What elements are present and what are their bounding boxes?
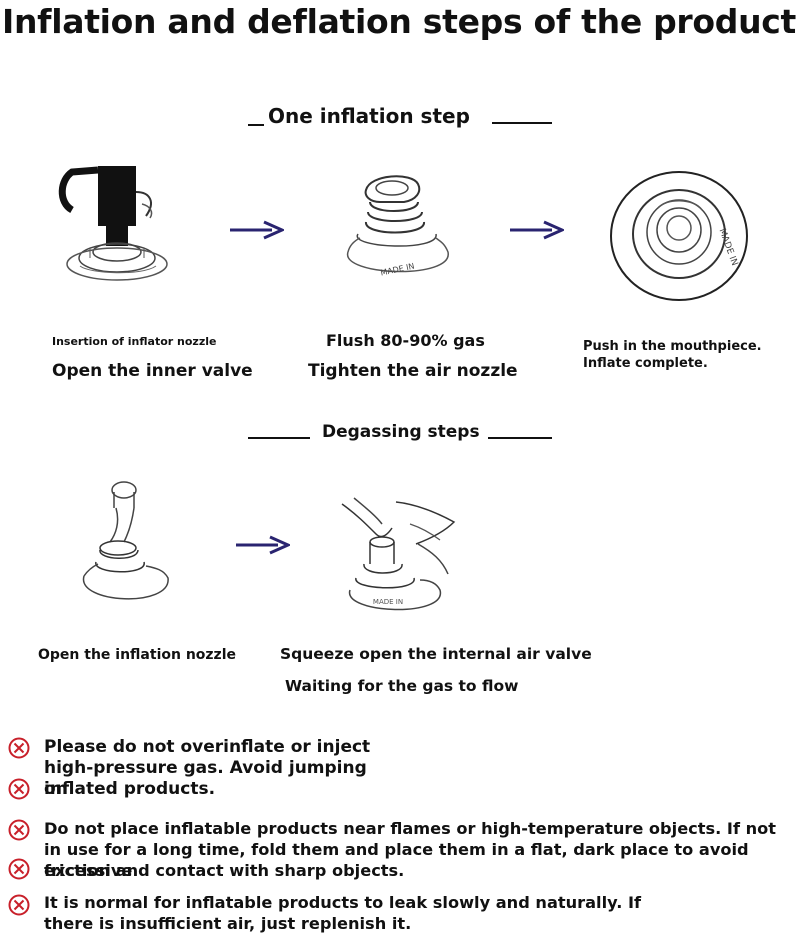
step3-caption-line1: Push in the mouthpiece. — [583, 339, 762, 354]
heading-rule-right — [488, 437, 552, 439]
inflation-heading: One inflation step — [268, 104, 470, 128]
step1-caption: Open the inner valve — [52, 361, 253, 381]
warning-text: It is normal for inflatable products to … — [44, 893, 642, 933]
made-in-text: MADE IN — [380, 262, 416, 278]
warning-text: Please do not overinflate or inject high… — [44, 737, 371, 799]
no-circle-icon — [8, 858, 30, 880]
arrow-right-icon — [228, 219, 284, 241]
tightened-valve-illustration: MADE IN — [340, 168, 460, 288]
made-in-text: MADE IN — [373, 598, 403, 606]
step2-caption-top: Flush 80-90% gas — [326, 331, 485, 350]
made-in-text: MADE IN — [717, 227, 740, 267]
warning-text: inflated products. — [44, 779, 216, 799]
no-circle-icon — [8, 819, 30, 841]
heading-rule-left — [248, 437, 310, 439]
arrow-right-icon — [234, 534, 290, 556]
no-circle-icon — [8, 894, 30, 916]
page-title: Inflation and deflation steps of the pro… — [1, 2, 797, 41]
open-nozzle-illustration — [76, 478, 178, 608]
step1-caption-small: Insertion of inflator nozzle — [52, 335, 217, 348]
deflation-step2-caption-line2: Waiting for the gas to flow — [285, 677, 519, 695]
valve-top-view-illustration: MADE IN — [606, 168, 752, 304]
no-circle-icon — [8, 778, 30, 800]
heading-rule-right — [492, 122, 552, 124]
arrow-right-icon — [508, 219, 564, 241]
warning-text: Do not place inflatable products near fl… — [44, 819, 777, 880]
deflation-heading: Degassing steps — [322, 422, 480, 442]
inflator-nozzle-illustration — [50, 162, 170, 292]
heading-rule-left — [248, 124, 264, 126]
no-circle-icon — [8, 737, 30, 759]
warning-text: friction and contact with sharp objects. — [44, 861, 405, 880]
step2-caption: Tighten the air nozzle — [308, 361, 518, 381]
deflation-step1-caption: Open the inflation nozzle — [38, 647, 237, 663]
deflation-step2-caption-line1: Squeeze open the internal air valve — [280, 645, 592, 663]
step3-caption-line2: Inflate complete. — [583, 356, 708, 371]
squeeze-valve-illustration: MADE IN — [336, 494, 466, 618]
